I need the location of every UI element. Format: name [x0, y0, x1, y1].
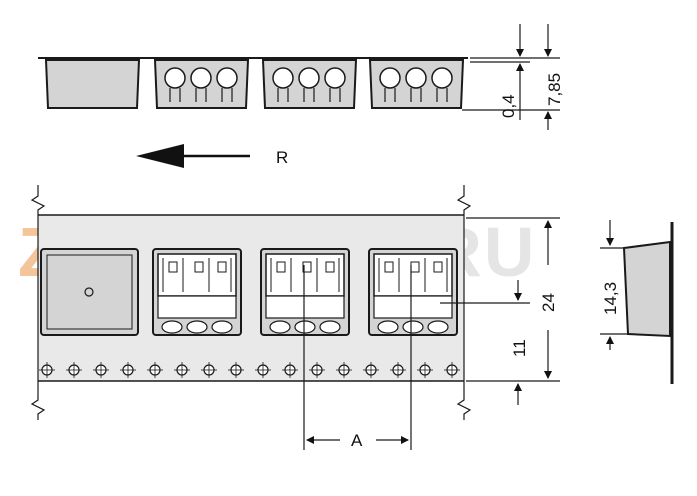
dim-edge-distance-label: 11 [510, 339, 529, 357]
left-break-mark [30, 185, 46, 420]
left-arrow-icon [136, 144, 250, 168]
empty-pocket-top [40, 248, 139, 336]
side-view [600, 220, 674, 384]
sprocket-holes [39, 362, 460, 378]
dim-tape-width-label: 24 [539, 293, 558, 312]
right-break-mark [456, 185, 472, 420]
empty-pocket-profile [44, 59, 141, 109]
dim-offset-label: 0,4 [499, 94, 518, 118]
filled-pocket-profile-1 [153, 59, 250, 109]
right-dimensions [440, 217, 560, 405]
dim-side-height-label: 14,3 [601, 282, 620, 315]
dim-height-label: 7,85 [545, 73, 564, 106]
filled-pocket-top-3 [368, 248, 458, 336]
filled-pocket-top-2 [260, 248, 350, 336]
filled-pocket-top-1 [152, 248, 242, 336]
filled-pocket-profile-3 [368, 59, 465, 109]
top-profile-view [38, 57, 468, 109]
pocket-hole [84, 287, 94, 297]
pitch-dimension [303, 265, 412, 450]
tape-front-view [30, 185, 472, 420]
direction-label: R [276, 148, 288, 167]
filled-pocket-profile-2 [261, 59, 358, 109]
dim-pitch-label: A [351, 431, 363, 450]
top-dimensions [462, 24, 560, 130]
